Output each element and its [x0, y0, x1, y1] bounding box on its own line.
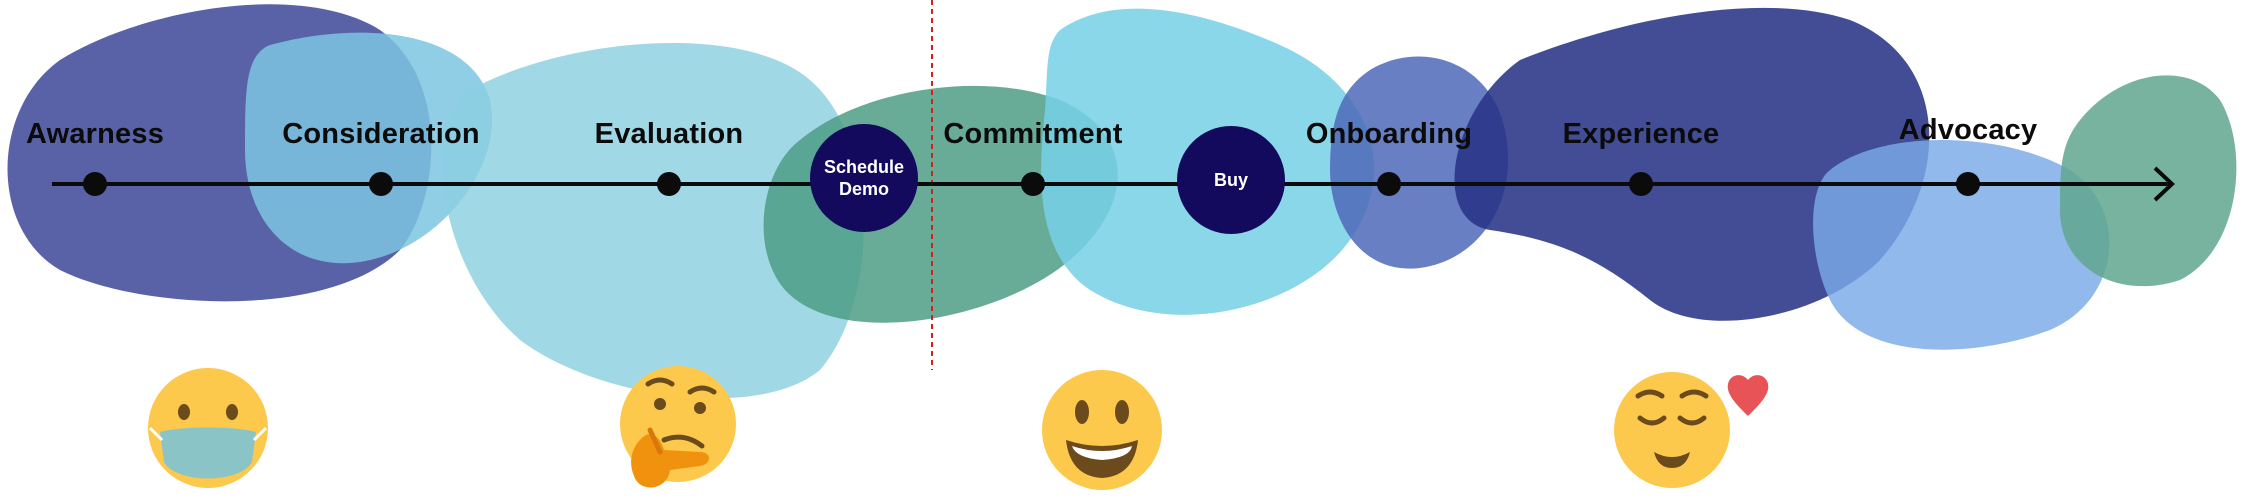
stage-dot-evaluation [657, 172, 681, 196]
relieved-face-icon [1614, 372, 1730, 488]
thinking-face-icon [620, 366, 736, 488]
onboarding-blob [1330, 56, 1509, 269]
mask-face-icon [148, 368, 268, 488]
stage-label-advocacy: Advocacy [1898, 114, 2038, 146]
arrow-head-icon [2153, 166, 2175, 202]
stage-dot-awareness [83, 172, 107, 196]
end-blob [2060, 75, 2237, 287]
stage-dot-experience [1629, 172, 1653, 196]
milestone-schedule-demo-label: Schedule Demo [823, 157, 905, 199]
consideration-blob [245, 32, 493, 264]
stage-dot-onboarding [1377, 172, 1401, 196]
milestone-buy-label: Buy [1213, 170, 1248, 190]
stage-label-evaluation: Evaluation [594, 118, 744, 150]
stage-label-commitment: Commitment [943, 118, 1123, 150]
stage-dot-advocacy [1956, 172, 1980, 196]
stage-dot-consideration [369, 172, 393, 196]
stage-dot-commitment [1021, 172, 1045, 196]
grinning-face-icon [1042, 370, 1162, 490]
heart-icon [1727, 375, 1769, 416]
stage-label-experience: Experience [1562, 118, 1720, 150]
stage-label-consideration: Consideration [282, 118, 480, 150]
evaluation-blob [442, 42, 864, 399]
stage-label-awareness: Awarness [25, 118, 165, 150]
stage-dots [83, 172, 1980, 196]
experience-blob [1454, 7, 1930, 321]
advocacy-blob [1813, 140, 2110, 350]
milestone-schedule-demo: Schedule Demo [810, 124, 918, 232]
stage-label-onboarding: Onboarding [1305, 118, 1473, 150]
milestone-buy: Buy [1177, 126, 1285, 234]
